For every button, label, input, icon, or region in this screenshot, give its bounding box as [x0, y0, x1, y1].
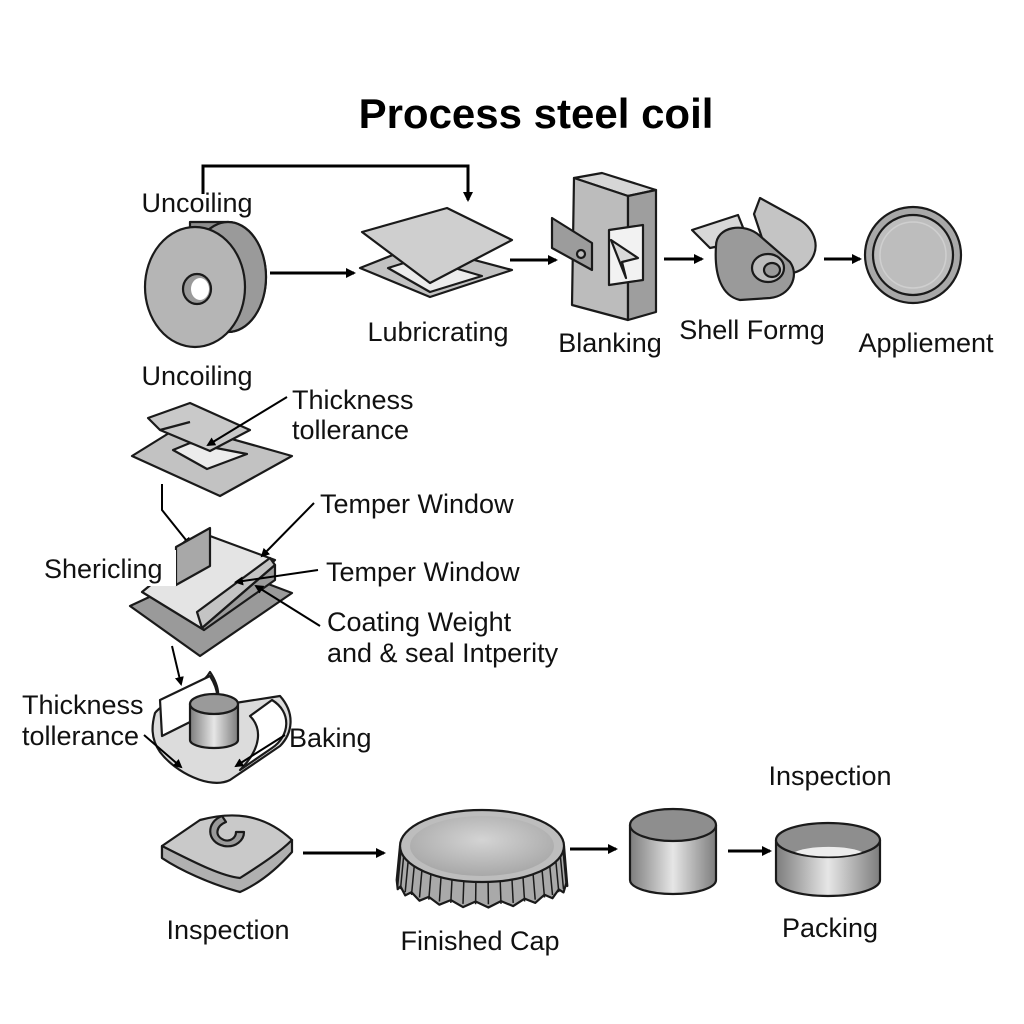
callout-arrow [260, 502, 315, 558]
label-lubricating: Lubricrating [367, 317, 508, 347]
callout-temper-window-2: Temper Window [326, 557, 520, 587]
callout-line: Thickness [22, 690, 144, 720]
stacked-sheets-icon [130, 401, 294, 498]
callout-arrow [254, 584, 321, 627]
callout-coating-weight: Coating Weight and & seal Intperity [327, 607, 559, 668]
cap-ridge-line [410, 866, 415, 896]
label-background [40, 550, 176, 586]
label-baking: Baking [289, 723, 372, 753]
cap-ridge-line [499, 881, 502, 904]
callout-line: tollerance [22, 721, 139, 751]
cap-ridge-line [438, 877, 442, 902]
crown-cap-icon [395, 808, 569, 909]
label-inspection-top: Inspection [768, 761, 891, 791]
flow-arrow [161, 484, 192, 547]
steel-coil-icon [143, 220, 268, 349]
callout-thickness-tolerance-top: Thickness tollerance [292, 385, 421, 445]
baking-tray-icon [151, 670, 292, 784]
label-uncoiling: Uncoiling [141, 188, 252, 218]
cap-ridge-line [541, 870, 546, 898]
cap-ridge-line [511, 879, 514, 903]
cap-ridge-line [418, 870, 423, 898]
label-packing: Packing [782, 913, 878, 943]
label-shell-forming: Shell Formg [679, 315, 825, 345]
callout-arrow [143, 734, 183, 769]
callout-arrow [206, 396, 288, 447]
callout-arrow [234, 734, 286, 768]
callout-temper-window-1: Temper Window [320, 489, 514, 519]
diagram-title: Process steel coil [359, 90, 714, 137]
cap-ridge-line [555, 861, 560, 893]
label-blanking: Blanking [558, 328, 662, 358]
cap-ridge-line [522, 877, 526, 902]
callout-thickness-tolerance-bottom: Thickness tollerance [22, 690, 151, 751]
callout-line: Coating Weight [327, 607, 512, 637]
cap-ridge-line [549, 866, 554, 896]
cap-ridge-line [562, 851, 568, 887]
stacked-sheets-icon [358, 206, 514, 299]
round-shell-icon [863, 205, 963, 305]
cap-ridge-line [532, 874, 536, 900]
callout-line: Thickness [292, 385, 414, 415]
label-shericling: Shericling [44, 554, 163, 584]
blanking-press-icon [550, 171, 658, 322]
cap-ridge-line [399, 856, 405, 890]
cap-ridge-line [559, 856, 565, 890]
label-uncoiling-middle: Uncoiling [141, 361, 252, 391]
callout-line: tollerance [292, 415, 409, 445]
cap-ridge-line [428, 874, 432, 900]
cap-ridge-line [462, 881, 465, 904]
label-finished-cap: Finished Cap [400, 926, 559, 956]
callout-line: and & seal Intperity [327, 638, 559, 668]
rolled-sheet-icon [690, 196, 817, 302]
cap-ridges [396, 851, 568, 905]
cap-ridge-line [396, 851, 402, 887]
curled-sheet-block-icon [160, 814, 294, 894]
label-appliement: Appliement [858, 328, 994, 358]
cap-ridge-line [404, 861, 409, 893]
tray-icon [128, 526, 294, 658]
flow-arrow [171, 645, 184, 686]
cap-ridge-line [450, 879, 453, 903]
closed-cylinder-icon [628, 807, 718, 896]
loop-connector-arrow [201, 164, 473, 202]
callout-arrow [234, 569, 319, 586]
label-inspection-bottom: Inspection [166, 915, 289, 945]
open-cylinder-icon [774, 821, 882, 898]
